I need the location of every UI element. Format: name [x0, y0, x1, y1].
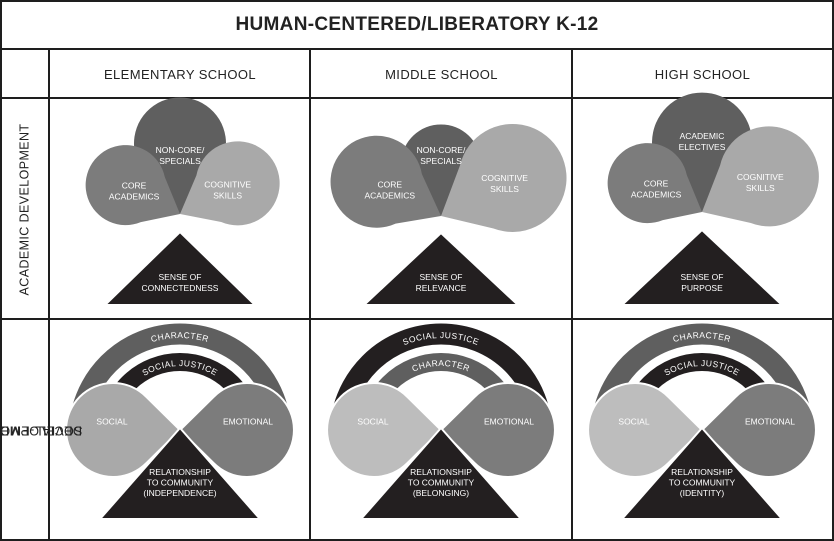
lobe-left	[65, 382, 182, 478]
petal-left-label-line-2: ACADEMICS	[365, 191, 416, 201]
petal-right	[702, 126, 819, 227]
triangle-label-line-3: (BELONGING)	[413, 488, 469, 498]
foundation-triangle	[102, 230, 258, 306]
row-header-social-emotional: SOCIAL-EMOTIONAL DEVELOPMENT	[0, 320, 83, 540]
column-header-high: HIGH SCHOOL	[654, 66, 751, 82]
row-header-academic: ACADEMIC DEVELOPMENT	[2, 99, 48, 319]
academic-cell-1: NON-CORE/SPECIALSCOREACADEMICSCOGNITIVES…	[85, 97, 280, 306]
column-header-middle: MIDDLE SCHOOL	[385, 66, 498, 82]
triangle-label-line-1: RELATIONSHIP	[671, 467, 733, 477]
academic-cell-2: NON-CORE/SPECIALSCOREACADEMICSCOGNITIVES…	[330, 123, 567, 306]
petal-left-label-line-1: CORE	[378, 180, 403, 190]
petal-top-label-line-2: ELECTIVES	[679, 142, 726, 152]
triangle-label-line-2: TO COMMUNITY	[669, 477, 736, 487]
triangle-label-line-1: SENSE OF	[159, 272, 202, 282]
foundation-triangle	[97, 426, 263, 520]
petal-left-label-line-1: CORE	[644, 178, 669, 188]
petal-top-label-line-1: NON-CORE/	[156, 145, 205, 155]
petal-left-label-line-2: ACADEMICS	[109, 191, 160, 201]
petal-right	[441, 123, 567, 232]
row-header-academic-label: ACADEMIC DEVELOPMENT	[17, 123, 32, 295]
lobe-left-label: SOCIAL	[618, 416, 649, 426]
petal-right-label-line-2: SKILLS	[213, 190, 242, 200]
academic-cell-3: ACADEMICELECTIVESCOREACADEMICSCOGNITIVES…	[607, 92, 819, 306]
lobe-right-label: EMOTIONAL	[745, 416, 795, 426]
foundation-triangle	[619, 228, 785, 306]
triangle-label-line-1: SENSE OF	[681, 272, 724, 282]
triangle-label-line-1: RELATIONSHIP	[410, 467, 472, 477]
outer-ring-label: CHARACTER	[150, 330, 210, 344]
lobe-right-label: EMOTIONAL	[484, 416, 534, 426]
lobe-left	[326, 382, 443, 478]
petal-right-label-line-1: COGNITIVE	[737, 172, 784, 182]
petal-left	[607, 143, 702, 224]
lobe-left-label: SOCIAL	[357, 416, 388, 426]
row-header-social-emotional-label: SOCIAL-EMOTIONAL DEVELOPMENT	[0, 365, 83, 495]
triangle-label-line-2: TO COMMUNITY	[408, 477, 475, 487]
triangle-label-line-2: RELEVANCE	[416, 283, 467, 293]
lobe-left-label: SOCIAL	[96, 416, 127, 426]
lobe-left	[587, 382, 704, 478]
petal-top-label-line-1: NON-CORE/	[417, 145, 466, 155]
petal-top-label-line-2: SPECIALS	[159, 156, 201, 166]
triangle-label-line-3: (IDENTITY)	[680, 488, 725, 498]
petal-top-label-line-1: ACADEMIC	[680, 131, 725, 141]
petal-right	[180, 141, 280, 226]
diagram-title: HUMAN-CENTERED/LIBERATORY K-12	[235, 14, 599, 35]
petal-left-label-line-2: ACADEMICS	[631, 189, 682, 199]
triangle-label-line-1: RELATIONSHIP	[149, 467, 211, 477]
petal-right-label-line-1: COGNITIVE	[481, 173, 528, 183]
lobe-right	[700, 382, 817, 478]
triangle-label-line-2: CONNECTEDNESS	[142, 283, 219, 293]
petal-top-label-line-2: SPECIALS	[420, 156, 462, 166]
petal-left	[85, 145, 180, 226]
triangle-label-line-1: SENSE OF	[420, 272, 463, 282]
lobe-right	[439, 382, 556, 478]
foundation-triangle	[358, 426, 524, 520]
column-header-elementary: ELEMENTARY SCHOOL	[103, 66, 256, 82]
triangle-label-line-2: PURPOSE	[681, 283, 723, 293]
row-header-line-2: DEVELOPMENT	[0, 423, 82, 438]
outer-ring-label: CHARACTER	[672, 330, 732, 344]
petal-right-label-line-2: SKILLS	[490, 184, 519, 194]
petal-left	[330, 135, 441, 228]
foundation-triangle	[619, 426, 785, 520]
foundation-triangle	[361, 231, 521, 306]
petal-right-label-line-2: SKILLS	[746, 183, 775, 193]
lobe-right	[178, 382, 295, 478]
lobe-right-label: EMOTIONAL	[223, 416, 273, 426]
petal-left-label-line-1: CORE	[122, 180, 147, 190]
triangle-label-line-2: TO COMMUNITY	[147, 477, 214, 487]
triangle-label-line-3: (INDEPENDENCE)	[143, 488, 216, 498]
petal-right-label-line-1: COGNITIVE	[204, 179, 251, 189]
